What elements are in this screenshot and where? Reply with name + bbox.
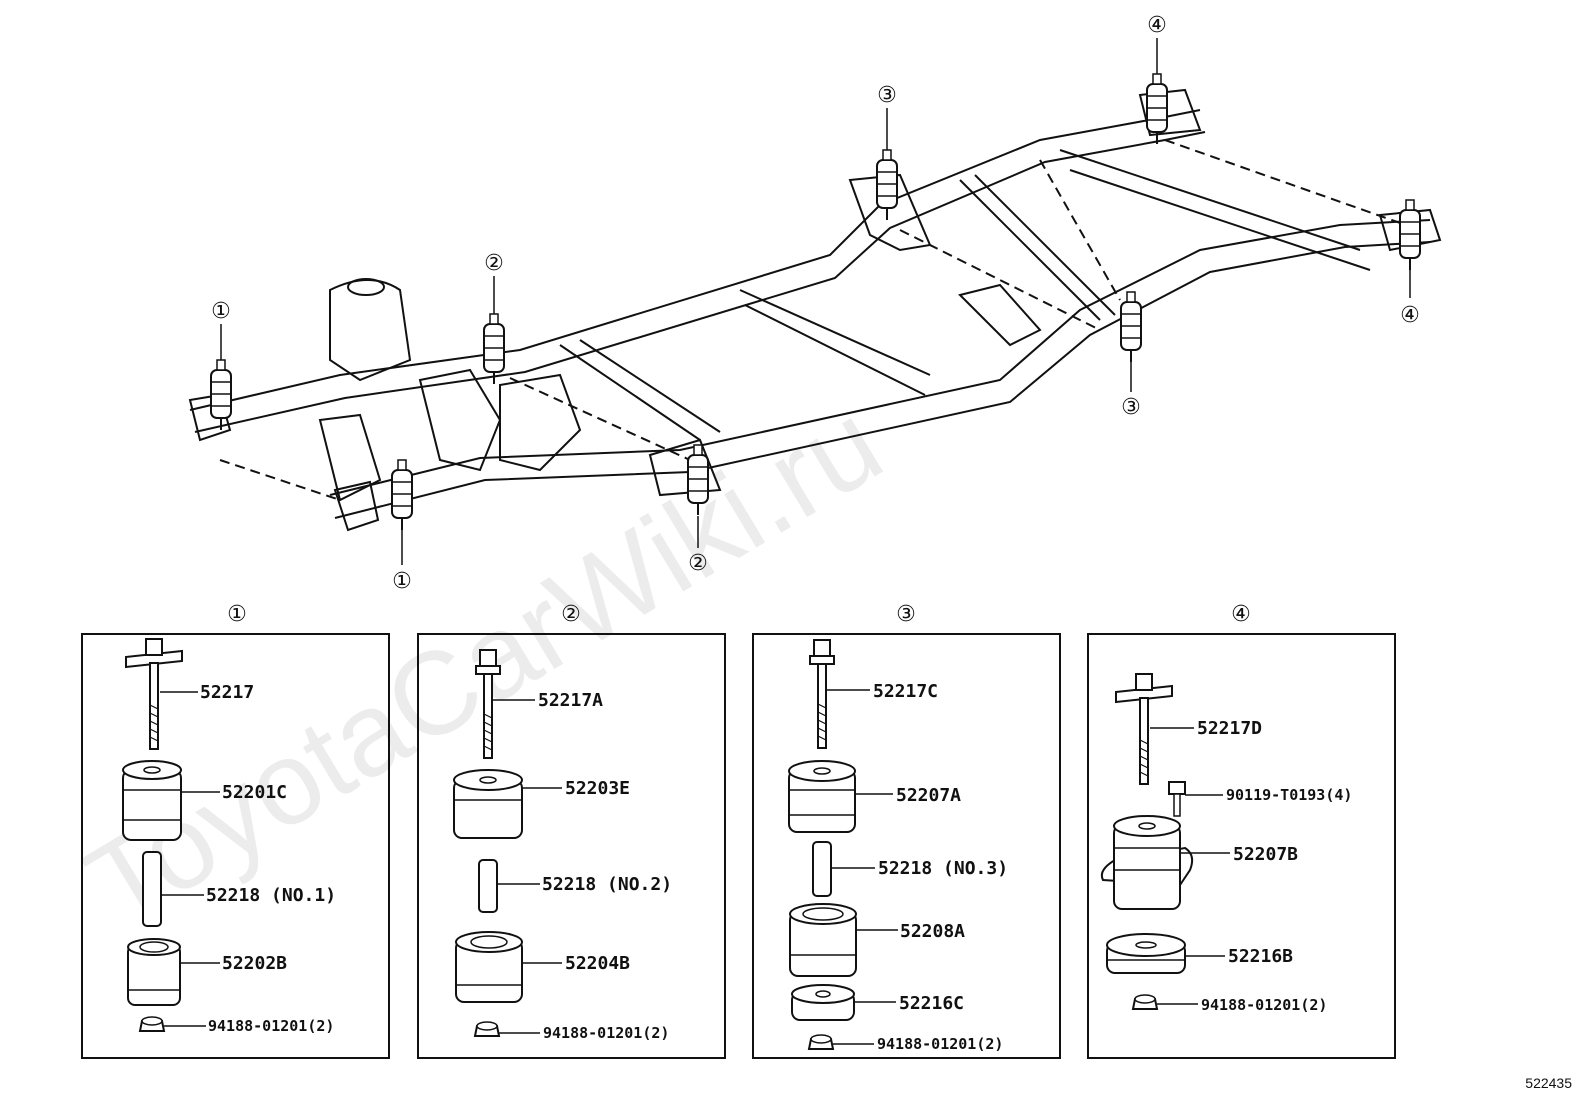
panel-2-label: ② — [561, 602, 581, 627]
panel-1: ① 52217 52201C 52218 (NO.1) 52202B 94188… — [81, 602, 390, 1059]
callout-4-front: ④ — [1147, 13, 1167, 38]
part-90119-T0193: 90119-T0193(4) — [1226, 786, 1352, 804]
panel-4-label: ④ — [1231, 602, 1251, 627]
callout-3-front: ③ — [877, 83, 897, 108]
diagram-number: 522435 — [1525, 1075, 1572, 1091]
part-52217A: 52217A — [538, 690, 603, 711]
chassis-frame-drawing — [188, 88, 1442, 532]
panel-3-label: ③ — [896, 602, 916, 627]
callout-2-front: ② — [484, 251, 504, 276]
part-52201C: 52201C — [222, 782, 287, 803]
part-52202B: 52202B — [222, 953, 287, 974]
panel-2: ② 52217A 52203E 52218 (NO.2) 52204B 9418… — [417, 602, 726, 1059]
callout-1-front: ① — [211, 299, 231, 324]
part-52218-no1: 52218 (NO.1) — [206, 885, 336, 906]
part-94188-01201-p2: 94188-01201(2) — [543, 1024, 669, 1042]
callout-leaders — [220, 38, 1411, 565]
part-52217: 52217 — [200, 682, 254, 703]
part-52217D: 52217D — [1197, 718, 1262, 739]
part-52203E: 52203E — [565, 778, 630, 799]
panel-3: ③ 52217C 52207A 52218 (NO.3) 52208A 5221… — [752, 602, 1061, 1059]
part-52217C: 52217C — [873, 681, 938, 702]
callout-3-rear: ③ — [1121, 395, 1141, 420]
callout-1-rear: ① — [392, 569, 412, 594]
panel-1-label: ① — [227, 602, 247, 627]
part-94188-01201-p3: 94188-01201(2) — [877, 1035, 1003, 1053]
callout-2-rear: ② — [688, 551, 708, 576]
part-52216C: 52216C — [899, 993, 964, 1014]
part-94188-01201-p4: 94188-01201(2) — [1201, 996, 1327, 1014]
part-52218-no2: 52218 (NO.2) — [542, 874, 672, 895]
part-94188-01201-p1: 94188-01201(2) — [208, 1017, 334, 1035]
part-52208A: 52208A — [900, 921, 965, 942]
panel-4: ④ 52217D 90119-T0193(4) 52207B 52216B 94… — [1087, 602, 1396, 1059]
part-52204B: 52204B — [565, 953, 630, 974]
part-52207A: 52207A — [896, 785, 961, 806]
part-52207B: 52207B — [1233, 844, 1298, 865]
frame-callouts: ① ① ② ② ③ ③ ④ ④ — [211, 13, 1420, 594]
part-52218-no3: 52218 (NO.3) — [878, 858, 1008, 879]
callout-4-rear: ④ — [1400, 303, 1420, 328]
part-52216B: 52216B — [1228, 946, 1293, 967]
